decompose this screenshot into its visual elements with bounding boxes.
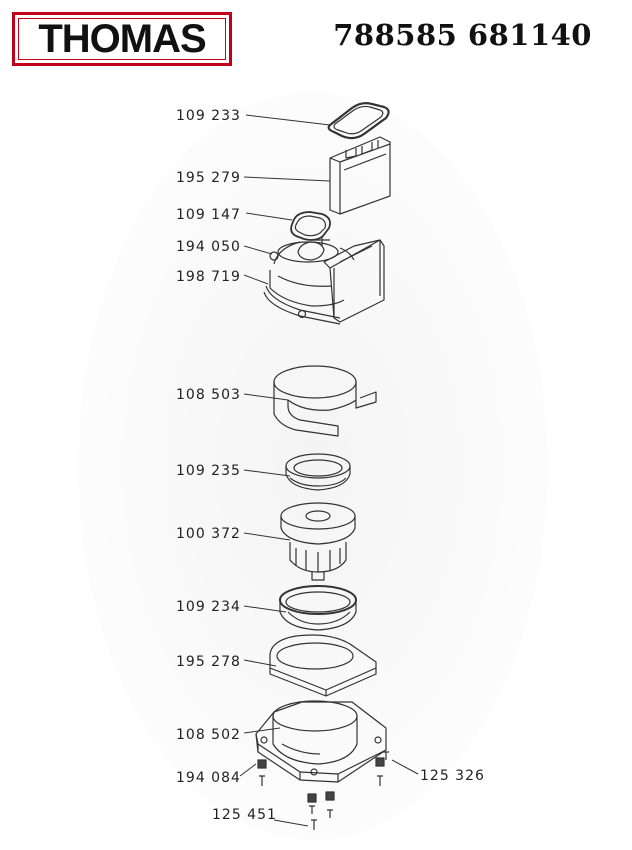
part-labels: 109 233 195 279 109 147 194 050 198 719 … bbox=[176, 108, 485, 823]
label-195-279: 195 279 bbox=[176, 170, 241, 186]
label-108-502: 108 502 bbox=[176, 727, 241, 743]
label-109-233: 109 233 bbox=[176, 108, 241, 124]
label-125-451: 125 451 bbox=[212, 807, 277, 823]
label-125-326: 125 326 bbox=[420, 768, 485, 784]
filter-frame bbox=[329, 136, 391, 215]
brand-logo: THOMAS bbox=[12, 12, 232, 66]
label-194-084: 194 084 bbox=[176, 770, 241, 786]
top-housing bbox=[263, 236, 385, 325]
label-109-235: 109 235 bbox=[176, 463, 241, 479]
part-number-header: 788585 681140 bbox=[333, 18, 592, 52]
logo-inner-border bbox=[18, 18, 226, 60]
label-109-234: 109 234 bbox=[176, 599, 241, 615]
motor-sleeve bbox=[273, 365, 377, 437]
rubber-feet bbox=[257, 757, 385, 803]
label-195-278: 195 278 bbox=[176, 654, 241, 670]
motor bbox=[280, 502, 356, 581]
upper-seal-ring bbox=[285, 453, 351, 491]
screws bbox=[259, 751, 389, 830]
logo-text: THOMAS bbox=[38, 17, 206, 61]
label-198-719: 198 719 bbox=[176, 269, 241, 285]
label-100-372: 100 372 bbox=[176, 526, 241, 542]
filter-gasket bbox=[327, 102, 390, 140]
base-housing bbox=[255, 700, 387, 783]
label-109-147: 109 147 bbox=[176, 207, 241, 223]
foam-plate bbox=[269, 634, 377, 697]
label-194-050: 194 050 bbox=[176, 239, 241, 255]
small-gasket bbox=[290, 211, 331, 241]
leader-lines bbox=[239, 114, 419, 827]
lower-seal-ring bbox=[279, 585, 357, 631]
label-108-503: 108 503 bbox=[176, 387, 241, 403]
